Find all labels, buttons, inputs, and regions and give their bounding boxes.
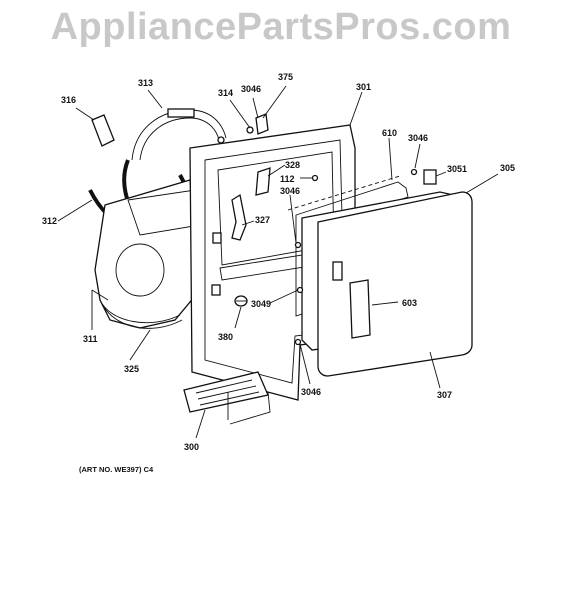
callout-314: 314 xyxy=(218,88,233,98)
part-328-switch[interactable] xyxy=(255,167,271,196)
part-314-screw[interactable] xyxy=(246,126,254,134)
callout-labels: 316 313 314 3046 375 301 610 3046 3051 3… xyxy=(42,72,515,452)
callout-3046-mid: 3046 xyxy=(280,186,300,196)
part-307-outer-door[interactable] xyxy=(317,191,473,377)
watermark-logo: AppliancePartsPros.com xyxy=(50,6,512,48)
callout-325: 325 xyxy=(124,364,139,374)
callout-300: 300 xyxy=(184,442,199,452)
part-316-strip[interactable] xyxy=(91,114,115,147)
part-311-front-bulkhead[interactable] xyxy=(94,179,201,329)
callout-610: 610 xyxy=(382,128,397,138)
callout-3049: 3049 xyxy=(251,299,271,309)
callout-307: 307 xyxy=(437,390,452,400)
part-313-bracket[interactable] xyxy=(131,108,227,161)
part-375-latch[interactable] xyxy=(255,113,269,135)
part-3051-hinge[interactable] xyxy=(423,169,437,185)
art-number-note: (ART NO. WE397) C4 xyxy=(79,465,154,474)
callout-3051: 3051 xyxy=(447,164,467,174)
callout-3046-bottom: 3046 xyxy=(301,387,321,397)
callout-316: 316 xyxy=(61,95,76,105)
callout-3046-right: 3046 xyxy=(408,133,428,143)
part-300-lint-filter[interactable] xyxy=(183,371,271,425)
callout-380: 380 xyxy=(218,332,233,342)
callout-301: 301 xyxy=(356,82,371,92)
callout-312: 312 xyxy=(42,216,57,226)
callout-313: 313 xyxy=(138,78,153,88)
callout-328: 328 xyxy=(285,160,300,170)
callout-603: 603 xyxy=(402,298,417,308)
callout-375: 375 xyxy=(278,72,293,82)
callout-311: 311 xyxy=(83,334,98,344)
part-603-handle[interactable] xyxy=(349,279,371,339)
callout-3046-top: 3046 xyxy=(241,84,261,94)
callout-305: 305 xyxy=(500,163,515,173)
part-327-lever[interactable] xyxy=(231,193,247,241)
callout-112: 112 xyxy=(280,174,295,184)
leader-lines xyxy=(57,85,499,439)
part-380-knob[interactable] xyxy=(234,295,248,307)
callout-327: 327 xyxy=(255,215,270,225)
